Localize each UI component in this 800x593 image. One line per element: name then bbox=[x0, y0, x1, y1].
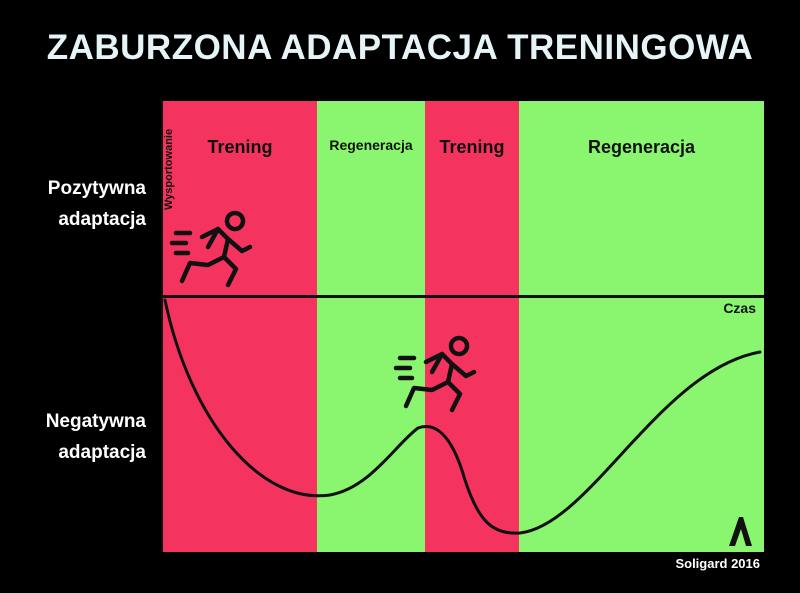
phase-diagram: Trening Regeneracja Trening Regeneracja bbox=[163, 101, 764, 552]
positive-label-line-2: adaptacja bbox=[58, 209, 146, 230]
fitness-axis bbox=[161, 101, 163, 552]
running-person-icon bbox=[169, 210, 253, 288]
phase-label-training-2: Trening bbox=[439, 137, 505, 157]
credit-text: Soligard 2016 bbox=[675, 556, 760, 571]
phase-label-recovery-1: Regeneracja bbox=[329, 137, 413, 153]
negative-label-line-1: Negatywna bbox=[45, 411, 146, 432]
time-axis-label: Czas bbox=[723, 300, 756, 316]
running-person-icon bbox=[393, 335, 477, 413]
positive-adaptation-label: Pozytywna adaptacja bbox=[20, 173, 146, 235]
phase-band-training-2: Trening bbox=[425, 101, 519, 552]
phase-label-training-1: Trening bbox=[207, 137, 273, 157]
phase-band-recovery-1: Regeneracja bbox=[317, 101, 425, 552]
negative-label-line-2: adaptacja bbox=[58, 442, 146, 463]
negative-adaptation-label: Negatywna adaptacja bbox=[20, 406, 146, 468]
positive-label-line-1: Pozytywna bbox=[47, 178, 146, 199]
page-title: ZABURZONA ADAPTACJA TRENINGOWA bbox=[46, 28, 754, 67]
phase-band-training-1: Trening bbox=[163, 101, 317, 552]
adaptation-curve bbox=[163, 298, 762, 535]
time-axis bbox=[163, 295, 764, 298]
soligard-logo-icon bbox=[729, 517, 752, 546]
phase-label-recovery-2: Regeneracja bbox=[587, 137, 696, 157]
phase-band-recovery-2: Regeneracja bbox=[519, 101, 764, 552]
